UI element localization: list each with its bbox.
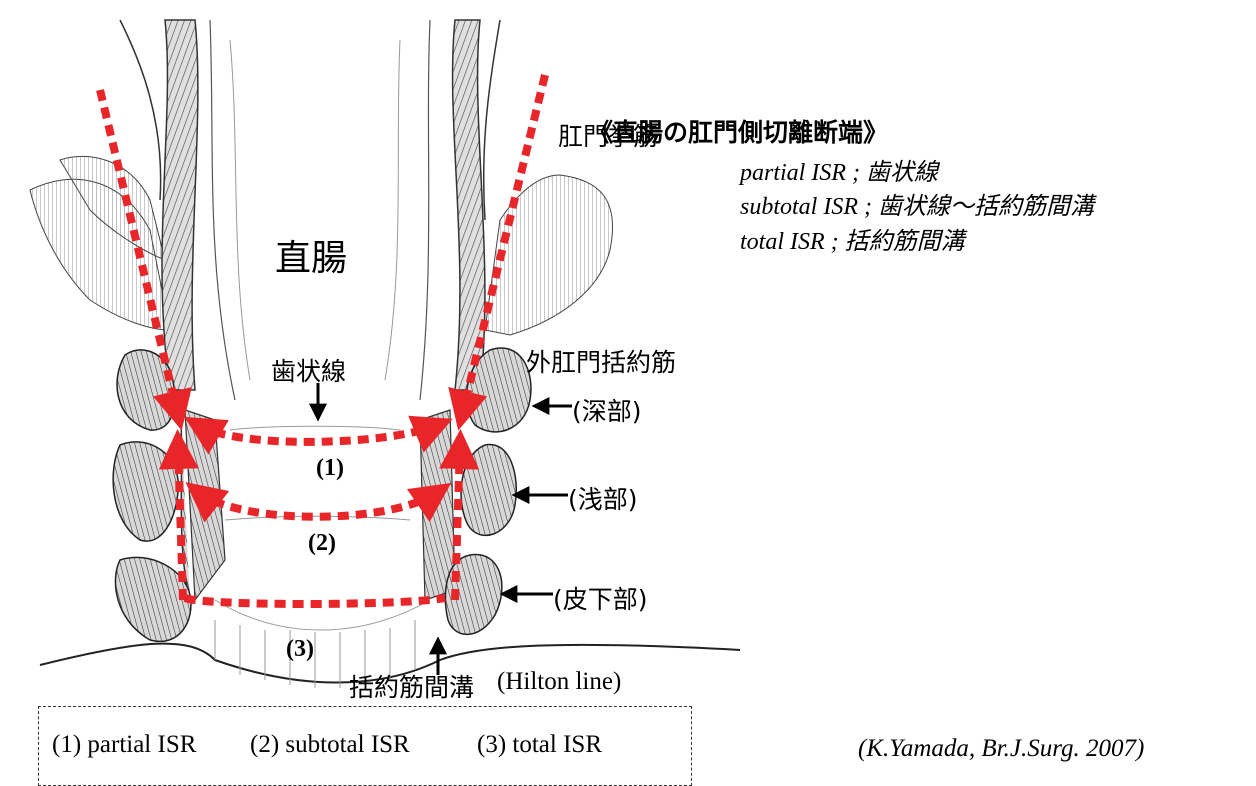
level1-label: (1): [316, 455, 344, 482]
legend-item-partial: (1) partial ISR: [52, 731, 196, 759]
rectum-label: 直腸: [275, 229, 347, 281]
legend-item-subtotal: (2) subtotal ISR: [250, 731, 410, 759]
intersphincteric-groove-label: 括約筋間溝: [349, 668, 474, 704]
external-sphincter-label: 外肛門括約筋: [526, 343, 676, 379]
resection-level1: [198, 425, 438, 442]
resection-level3: [185, 598, 445, 604]
level3-label: (3): [286, 636, 314, 663]
citation: (K.Yamada, Br.J.Surg. 2007): [858, 735, 1144, 763]
notes-line-partial: partial ISR ; 歯状線: [740, 152, 938, 187]
deep-label: (深部): [572, 392, 642, 428]
level2-label: (2): [308, 530, 336, 557]
resection-level2: [198, 492, 438, 517]
hilton-line-label: (Hilton line): [497, 668, 621, 696]
superficial-label: (浅部): [568, 480, 638, 516]
legend-item-total: (3) total ISR: [477, 731, 602, 759]
resection-right-vertical: [455, 445, 460, 600]
resection-left-vertical: [178, 445, 183, 600]
notes-title: 《直腸の肛門側切離断端》: [588, 113, 888, 149]
notes-line-total: total ISR ; 括約筋間溝: [740, 221, 965, 256]
dentate-line-label: 歯状線: [271, 352, 346, 388]
subcutaneous-label: (皮下部): [553, 580, 648, 616]
notes-line-subtotal: subtotal ISR ; 歯状線〜括約筋間溝: [740, 186, 1094, 221]
